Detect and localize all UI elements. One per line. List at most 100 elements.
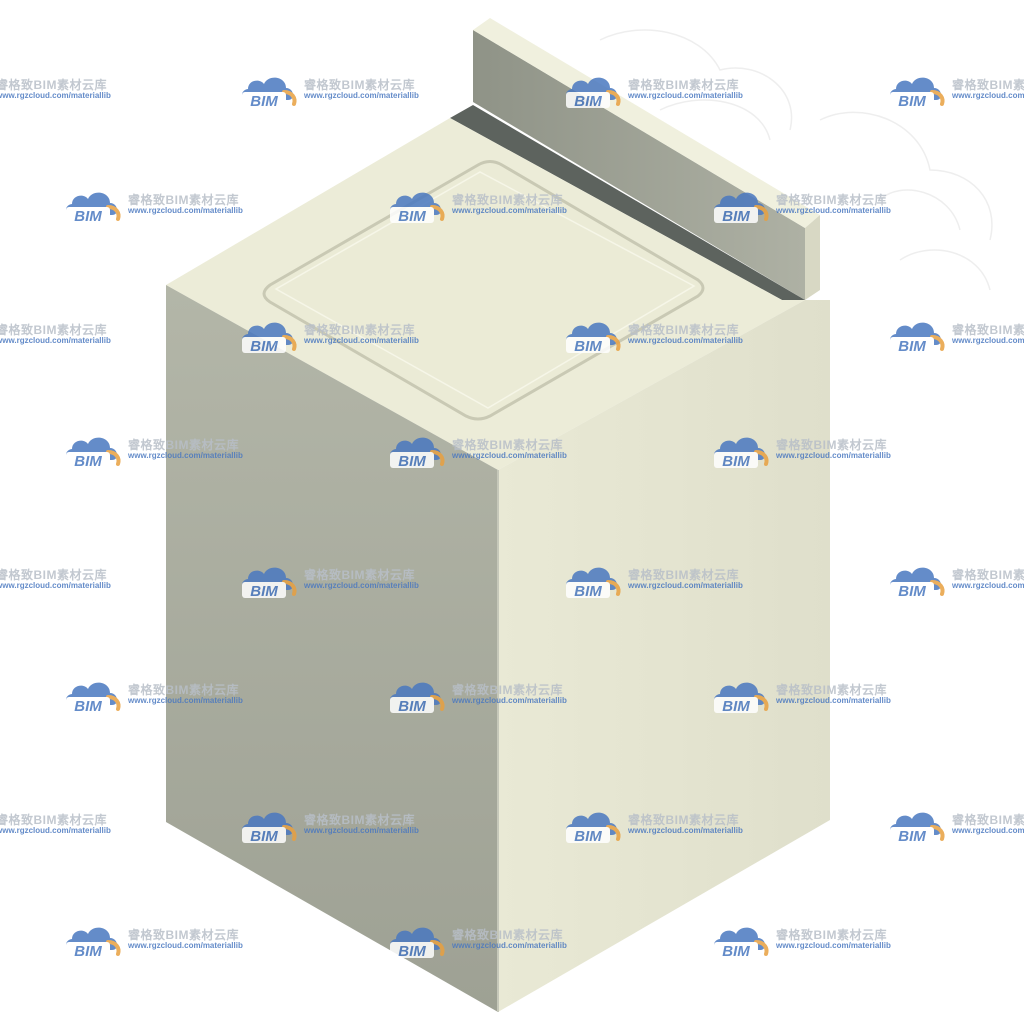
watermark-url: www.rgzcloud.com/materiallib — [776, 451, 891, 460]
watermark-brand: 睿格致BIM素材云库 — [0, 568, 107, 582]
watermark-brand: 睿格致BIM素材云库 — [304, 78, 415, 92]
watermark-brand: 睿格致BIM素材云库 — [628, 568, 739, 582]
watermark-url: www.rgzcloud.com/materiallib — [128, 206, 243, 215]
logo-text: BIM — [574, 828, 602, 845]
bim-cloud-logo-icon: BIM — [66, 437, 121, 470]
watermark-brand: 睿格致BIM素材云库 — [0, 813, 107, 827]
logo-text: BIM — [250, 93, 278, 110]
watermark-url: www.rgzcloud.com/materiallib — [952, 91, 1024, 100]
watermark: BIM 睿格致BIM素材云库 www.rgzcloud.com/material… — [886, 560, 1024, 600]
logo-text: BIM — [574, 338, 602, 355]
background-sketch — [599, 29, 993, 291]
watermark: BIM 睿格致BIM素材云库 www.rgzcloud.com/material… — [710, 185, 900, 225]
bim-cloud-logo-icon: BIM — [890, 812, 945, 845]
bim-cloud-logo-icon: BIM — [242, 812, 297, 845]
watermark-brand: 睿格致BIM素材云库 — [452, 193, 563, 207]
logo-text: BIM — [398, 698, 426, 715]
logo-text: BIM — [250, 338, 278, 355]
bim-cloud-logo-icon: BIM — [714, 927, 769, 960]
watermark-url: www.rgzcloud.com/materiallib — [304, 91, 419, 100]
logo-text: BIM — [722, 943, 750, 960]
watermark: BIM 睿格致BIM素材云库 www.rgzcloud.com/material… — [886, 805, 1024, 845]
logo-text: BIM — [398, 453, 426, 470]
watermark-brand: 睿格致BIM素材云库 — [128, 438, 239, 452]
watermark-url: www.rgzcloud.com/materiallib — [452, 941, 567, 950]
watermark-url: www.rgzcloud.com/materiallib — [628, 91, 743, 100]
watermark-brand: 睿格致BIM素材云库 — [952, 568, 1024, 582]
watermark-brand: 睿格致BIM素材云库 — [304, 813, 415, 827]
logo-text: BIM — [722, 453, 750, 470]
watermark-url: www.rgzcloud.com/materiallib — [628, 826, 743, 835]
watermark-url: www.rgzcloud.com/materiallib — [128, 451, 243, 460]
bim-cloud-logo-icon: BIM — [390, 192, 445, 225]
watermark: BIM 睿格致BIM素材云库 www.rgzcloud.com/material… — [62, 920, 252, 960]
watermark-brand: 睿格致BIM素材云库 — [304, 323, 415, 337]
bim-cloud-logo-icon: BIM — [390, 437, 445, 470]
watermark: BIM 睿格致BIM素材云库 www.rgzcloud.com/material… — [562, 805, 752, 845]
logo-text: BIM — [898, 828, 926, 845]
bim-cloud-logo-icon: BIM — [566, 77, 621, 110]
watermark-url: www.rgzcloud.com/materiallib — [0, 826, 111, 835]
bim-cloud-logo-icon: BIM — [890, 77, 945, 110]
watermark-url: www.rgzcloud.com/materiallib — [952, 581, 1024, 590]
watermark: BIM 睿格致BIM素材云库 www.rgzcloud.com/material… — [886, 315, 1024, 355]
bim-cloud-logo-icon: BIM — [242, 77, 297, 110]
watermark-brand: 睿格致BIM素材云库 — [776, 193, 887, 207]
watermark-brand: 睿格致BIM素材云库 — [952, 78, 1024, 92]
logo-text: BIM — [250, 583, 278, 600]
bim-cloud-logo-icon: BIM — [714, 192, 769, 225]
watermark-url: www.rgzcloud.com/materiallib — [952, 826, 1024, 835]
watermark: BIM 睿格致BIM素材云库 www.rgzcloud.com/material… — [386, 675, 576, 715]
logo-text: BIM — [250, 828, 278, 845]
watermark-url: www.rgzcloud.com/materiallib — [452, 696, 567, 705]
watermark-url: www.rgzcloud.com/materiallib — [776, 941, 891, 950]
watermark: BIM 睿格致BIM素材云库 www.rgzcloud.com/material… — [62, 675, 252, 715]
watermark: BIM 睿格致BIM素材云库 www.rgzcloud.com/material… — [386, 920, 576, 960]
watermark-brand: 睿格致BIM素材云库 — [0, 78, 107, 92]
logo-text: BIM — [74, 698, 102, 715]
watermark-brand: 睿格致BIM素材云库 — [776, 438, 887, 452]
watermark-brand: 睿格致BIM素材云库 — [452, 683, 563, 697]
watermark-brand: 睿格致BIM素材云库 — [0, 323, 107, 337]
bim-cloud-logo-icon: BIM — [714, 437, 769, 470]
watermark-url: www.rgzcloud.com/materiallib — [776, 696, 891, 705]
watermark: BIM 睿格致BIM素材云库 www.rgzcloud.com/material… — [0, 315, 120, 355]
bim-cloud-logo-icon: BIM — [890, 322, 945, 355]
watermark: BIM 睿格致BIM素材云库 www.rgzcloud.com/material… — [386, 430, 576, 470]
watermark: BIM 睿格致BIM素材云库 www.rgzcloud.com/material… — [562, 70, 752, 110]
watermark: BIM 睿格致BIM素材云库 www.rgzcloud.com/material… — [62, 430, 252, 470]
logo-text: BIM — [74, 453, 102, 470]
bim-cloud-logo-icon: BIM — [390, 927, 445, 960]
watermark-url: www.rgzcloud.com/materiallib — [452, 451, 567, 460]
control-panel — [450, 18, 820, 300]
logo-text: BIM — [574, 583, 602, 600]
watermark: BIM 睿格致BIM素材云库 www.rgzcloud.com/material… — [0, 70, 120, 110]
watermark-url: www.rgzcloud.com/materiallib — [128, 696, 243, 705]
watermark-brand: 睿格致BIM素材云库 — [952, 813, 1024, 827]
watermark-brand: 睿格致BIM素材云库 — [128, 683, 239, 697]
logo-text: BIM — [898, 338, 926, 355]
watermark: BIM 睿格致BIM素材云库 www.rgzcloud.com/material… — [562, 315, 752, 355]
logo-text: BIM — [722, 208, 750, 225]
watermark-brand: 睿格致BIM素材云库 — [628, 323, 739, 337]
bim-cloud-logo-icon: BIM — [890, 567, 945, 600]
logo-text: BIM — [898, 583, 926, 600]
watermark-brand: 睿格致BIM素材云库 — [628, 813, 739, 827]
logo-text: BIM — [898, 93, 926, 110]
logo-text: BIM — [574, 93, 602, 110]
watermark-brand: 睿格致BIM素材云库 — [128, 928, 239, 942]
bim-cloud-logo-icon: BIM — [242, 567, 297, 600]
watermark-url: www.rgzcloud.com/materiallib — [0, 91, 111, 100]
watermark-brand: 睿格致BIM素材云库 — [452, 438, 563, 452]
watermark-url: www.rgzcloud.com/materiallib — [304, 336, 419, 345]
watermark-url: www.rgzcloud.com/materiallib — [776, 206, 891, 215]
bim-cloud-logo-icon: BIM — [566, 322, 621, 355]
bim-cloud-logo-icon: BIM — [714, 682, 769, 715]
watermark: BIM 睿格致BIM素材云库 www.rgzcloud.com/material… — [0, 805, 120, 845]
bim-cloud-logo-icon: BIM — [566, 812, 621, 845]
watermark-url: www.rgzcloud.com/materiallib — [0, 581, 111, 590]
watermark-brand: 睿格致BIM素材云库 — [776, 928, 887, 942]
logo-text: BIM — [722, 698, 750, 715]
